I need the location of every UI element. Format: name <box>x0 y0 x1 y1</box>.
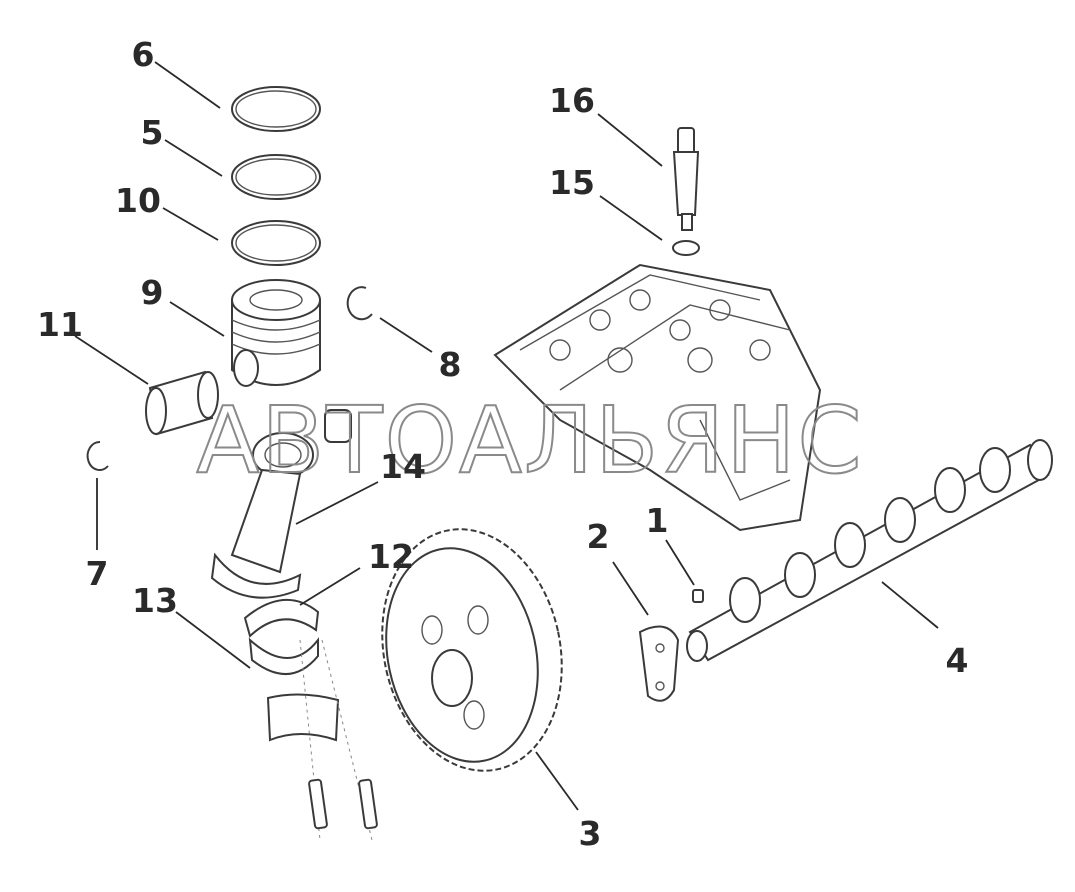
cam-gear-3 <box>381 528 563 772</box>
seal-ring-15 <box>672 240 700 256</box>
rod-cap <box>266 639 373 841</box>
piston-9 <box>231 279 321 387</box>
connecting-rod-14 <box>210 409 352 599</box>
callout-14: 14 <box>380 447 426 486</box>
piston-pin-11 <box>145 370 219 436</box>
callout-6: 6 <box>132 35 155 74</box>
callout-3: 3 <box>579 814 602 853</box>
callout-12: 12 <box>368 537 414 576</box>
callout-9: 9 <box>141 273 164 312</box>
rod-bolts <box>308 778 378 830</box>
callout-1: 1 <box>646 501 669 540</box>
callout-11: 11 <box>37 305 83 344</box>
callout-13: 13 <box>132 581 178 620</box>
bearing-shell-13 <box>248 637 319 675</box>
callout-4: 4 <box>946 641 969 680</box>
piston-ring-5 <box>231 154 321 200</box>
callout-7: 7 <box>86 554 109 593</box>
injector-16 <box>672 127 700 231</box>
callout-16: 16 <box>549 81 595 120</box>
thrust-plate-2 <box>638 625 680 702</box>
key-1 <box>692 589 704 603</box>
piston-ring-6 <box>231 86 321 132</box>
cylinder-head <box>493 263 822 532</box>
watermark: АВТОАЛЬЯНС <box>196 387 863 494</box>
camshaft-4 <box>686 439 1053 662</box>
callout-8: 8 <box>439 345 462 384</box>
snap-ring-8 <box>346 286 373 321</box>
callout-2: 2 <box>587 517 610 556</box>
snap-ring-7 <box>86 440 109 471</box>
callout-10: 10 <box>115 181 161 220</box>
piston-ring-10 <box>231 220 321 266</box>
callout-15: 15 <box>549 163 595 202</box>
bearing-shell-12 <box>243 599 320 638</box>
callout-5: 5 <box>141 113 164 152</box>
leader-lines <box>74 61 939 811</box>
